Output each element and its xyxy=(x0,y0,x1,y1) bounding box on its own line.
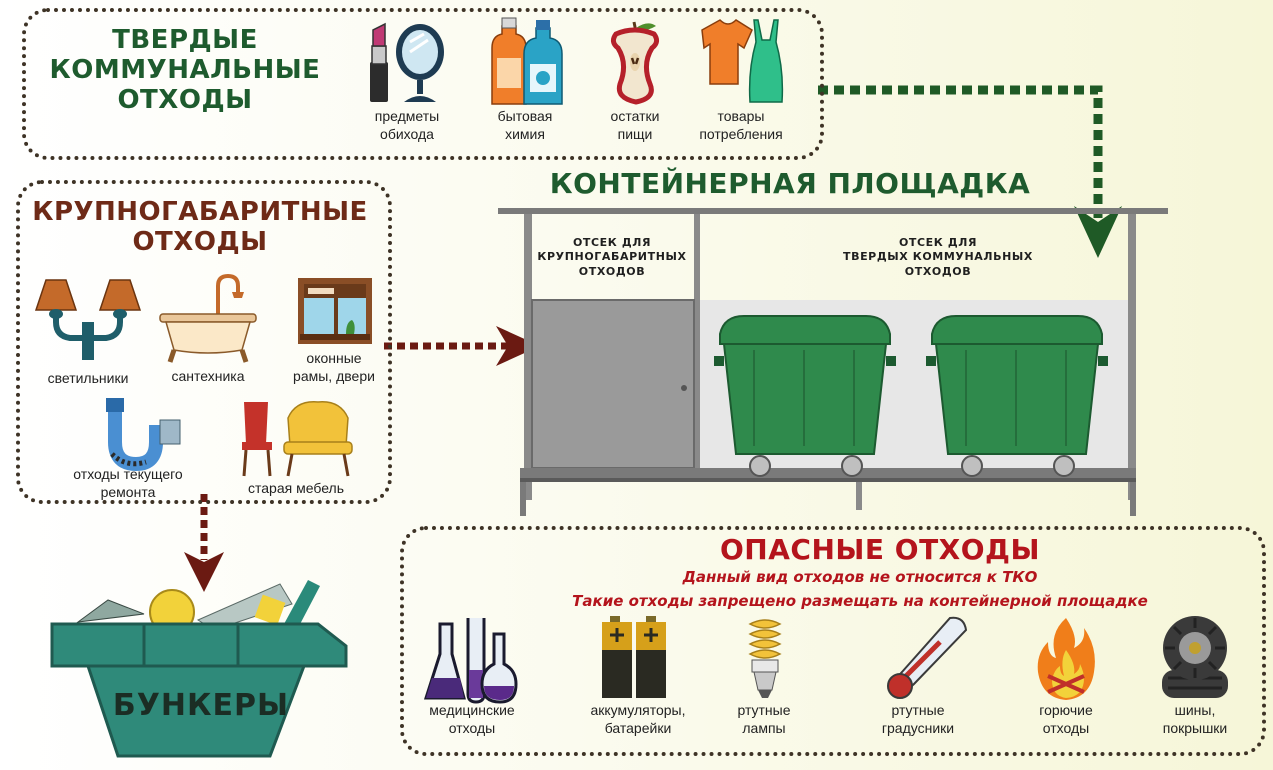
solid-item-label-2: бытовая химия xyxy=(497,108,553,142)
drain-pipe-icon xyxy=(106,398,181,472)
apple-core-icon xyxy=(610,21,660,105)
bulky-item-label-3: оконные рамы, двери xyxy=(293,350,375,384)
hazard-item-label-2: аккумуляторы, батарейки xyxy=(590,702,686,736)
arrow-bulky-to-bunkers-head xyxy=(184,552,224,592)
hazard-item-label-1: медицинские отходы xyxy=(429,702,515,736)
waste-container-icon xyxy=(926,315,1108,477)
thermometer-icon xyxy=(887,616,968,699)
bulky-compartment-label: ОТСЕК ДЛЯ КРУПНОГАБАРИТНЫХ ОТХОДОВ xyxy=(537,236,687,278)
bathtub-icon xyxy=(159,273,257,363)
hazardous-note-not-tko: Данный вид отходов не относится к ТКО xyxy=(682,568,1038,586)
arrow-bulky-to-site-head xyxy=(496,326,540,366)
hazard-item-label-5: горючие отходы xyxy=(1039,702,1093,736)
arrow-solid-to-site xyxy=(818,85,1103,218)
bulky-waste-panel xyxy=(16,180,392,504)
chairs-icon xyxy=(242,401,353,477)
bulky-item-label-4: отходы текущего ремонта xyxy=(73,466,183,500)
solid-waste-title: ТВЕРДЫЕ КОММУНАЛЬНЫЕ ОТХОДЫ xyxy=(49,25,321,115)
solid-item-label-3: остатки пищи xyxy=(610,108,660,142)
arrow-solid-to-site-head xyxy=(1074,206,1122,258)
lipstick-mirror-icon xyxy=(370,22,444,102)
bulky-waste-title: КРУПНОГАБАРИТНЫЕ ОТХОДЫ xyxy=(32,197,368,257)
window-frame-icon xyxy=(298,278,372,344)
chandelier-icon xyxy=(34,279,142,360)
tires-icon xyxy=(1162,616,1228,698)
energy-saving-lamp-icon xyxy=(748,619,782,698)
bulky-item-label-5: старая мебель xyxy=(248,480,344,496)
bulky-item-label-2: сантехника xyxy=(171,368,245,384)
solid-item-label-4: товары потребления xyxy=(699,108,783,142)
detergent-bottles-icon xyxy=(491,17,563,105)
bunkers-label: БУНКЕРЫ xyxy=(112,688,290,723)
hazard-item-label-6: шины, покрышки xyxy=(1162,702,1228,736)
solid-waste-panel xyxy=(22,8,824,160)
hazardous-note-forbidden: Такие отходы запрещено размещать на конт… xyxy=(572,592,1148,610)
bunker-skip-icon xyxy=(50,580,348,758)
clothing-icon xyxy=(701,19,784,103)
container-site-title: КОНТЕЙНЕРНАЯ ПЛОЩАДКА xyxy=(549,167,1031,200)
batteries-icon xyxy=(602,616,666,698)
hazardous-panel xyxy=(400,526,1266,756)
hazard-item-label-4: ртутные градусники xyxy=(881,702,955,736)
hazard-item-label-3: ртутные лампы xyxy=(737,702,791,736)
fire-icon xyxy=(1037,618,1095,700)
lab-flasks-icon xyxy=(424,618,518,704)
solid-item-label-1: предметы обихода xyxy=(374,108,440,142)
hazardous-title: ОПАСНЫЕ ОТХОДЫ xyxy=(719,533,1041,566)
waste-container-icon xyxy=(714,315,896,477)
bulky-item-label-1: светильники xyxy=(47,370,129,386)
solid-compartment-label: ОТСЕК ДЛЯ ТВЕРДЫХ КОММУНАЛЬНЫХ ОТХОДОВ xyxy=(842,236,1033,278)
